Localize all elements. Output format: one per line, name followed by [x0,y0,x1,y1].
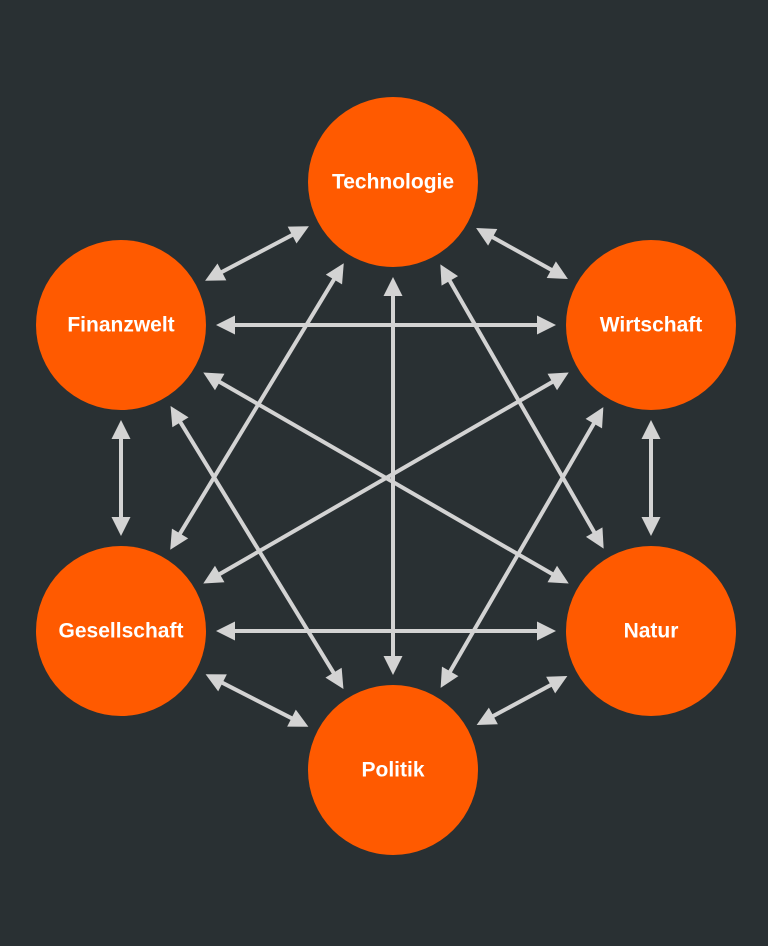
arrowhead-start [287,709,309,727]
arrowhead-end [476,707,498,725]
node-gesellschaft-label: Gesellschaft [59,620,184,643]
nodes: Technologie Wirtschaft Natur Politik Ges… [36,97,736,855]
arrow-shaft [216,379,556,577]
node-politik-label: Politik [361,759,424,782]
node-natur-label: Natur [624,620,679,643]
arrow-shaft [177,419,337,676]
arrowhead-start [585,407,604,429]
arrow-wirtschaft-natur [641,420,661,536]
node-wirtschaft-circle [566,240,736,410]
arrowhead-end [205,263,227,281]
node-gesellschaft-circle [36,546,206,716]
arrowhead-start [537,621,556,641]
arrowhead-start [111,517,131,536]
node-gesellschaft: Gesellschaft [36,546,206,716]
arrowhead-end [203,565,225,584]
arrow-natur-gesellschaft [216,621,556,641]
arrow-gesellschaft-finanzwelt [111,420,131,536]
arrowhead-end [216,621,235,641]
arrow-shaft [447,278,597,535]
arrowhead-start [476,228,498,246]
arrowhead-start [325,263,344,285]
node-finanzwelt-circle [36,240,206,410]
arrowhead-end [440,666,459,688]
node-natur-circle [566,546,736,716]
arrowhead-start [546,676,568,694]
arrow-wirtschaft-finanzwelt [216,315,556,335]
arrow-shaft [219,232,295,275]
node-finanzwelt: Finanzwelt [36,240,206,410]
arrowhead-end [170,528,189,550]
arrow-shaft [219,680,295,721]
arrowhead-start [325,667,344,689]
arrowhead-end [546,261,568,279]
arrowhead-start [383,277,403,296]
node-finanzwelt-label: Finanzwelt [67,314,174,337]
arrow-politik-finanzwelt [170,406,344,689]
arrow-technologie-wirtschaft [476,228,568,279]
arrowhead-start [547,372,569,391]
arrow-technologie-natur [440,264,604,549]
arrow-politik-gesellschaft [205,674,309,727]
arrowhead-end [111,420,131,439]
node-wirtschaft-label: Wirtschaft [600,314,703,337]
connections [111,226,661,727]
arrowhead-end [203,372,225,391]
arrowhead-end [585,527,604,549]
node-technologie: Technologie [308,97,478,267]
node-politik: Politik [308,685,478,855]
arrow-natur-finanzwelt [203,372,569,584]
arrowhead-end [205,674,227,692]
arrowhead-start [537,315,556,335]
arrowhead-start [440,264,459,286]
node-wirtschaft: Wirtschaft [566,240,736,410]
arrow-shaft [489,234,555,273]
arrow-shaft [490,682,554,719]
arrowhead-end [641,517,661,536]
arrowhead-start [287,226,309,244]
node-natur: Natur [566,546,736,716]
arrowhead-start [547,565,569,584]
arrowhead-end [216,315,235,335]
node-technologie-circle [308,97,478,267]
arrow-technologie-finanzwelt [205,226,309,281]
arrowhead-end [170,406,189,428]
arrow-natur-politik [476,676,568,725]
arrowhead-end [383,656,403,675]
arrow-shaft [177,276,337,537]
node-technologie-label: Technologie [332,171,454,194]
arrow-technologie-gesellschaft [170,263,344,550]
arrowhead-start [641,420,661,439]
node-politik-circle [308,685,478,855]
